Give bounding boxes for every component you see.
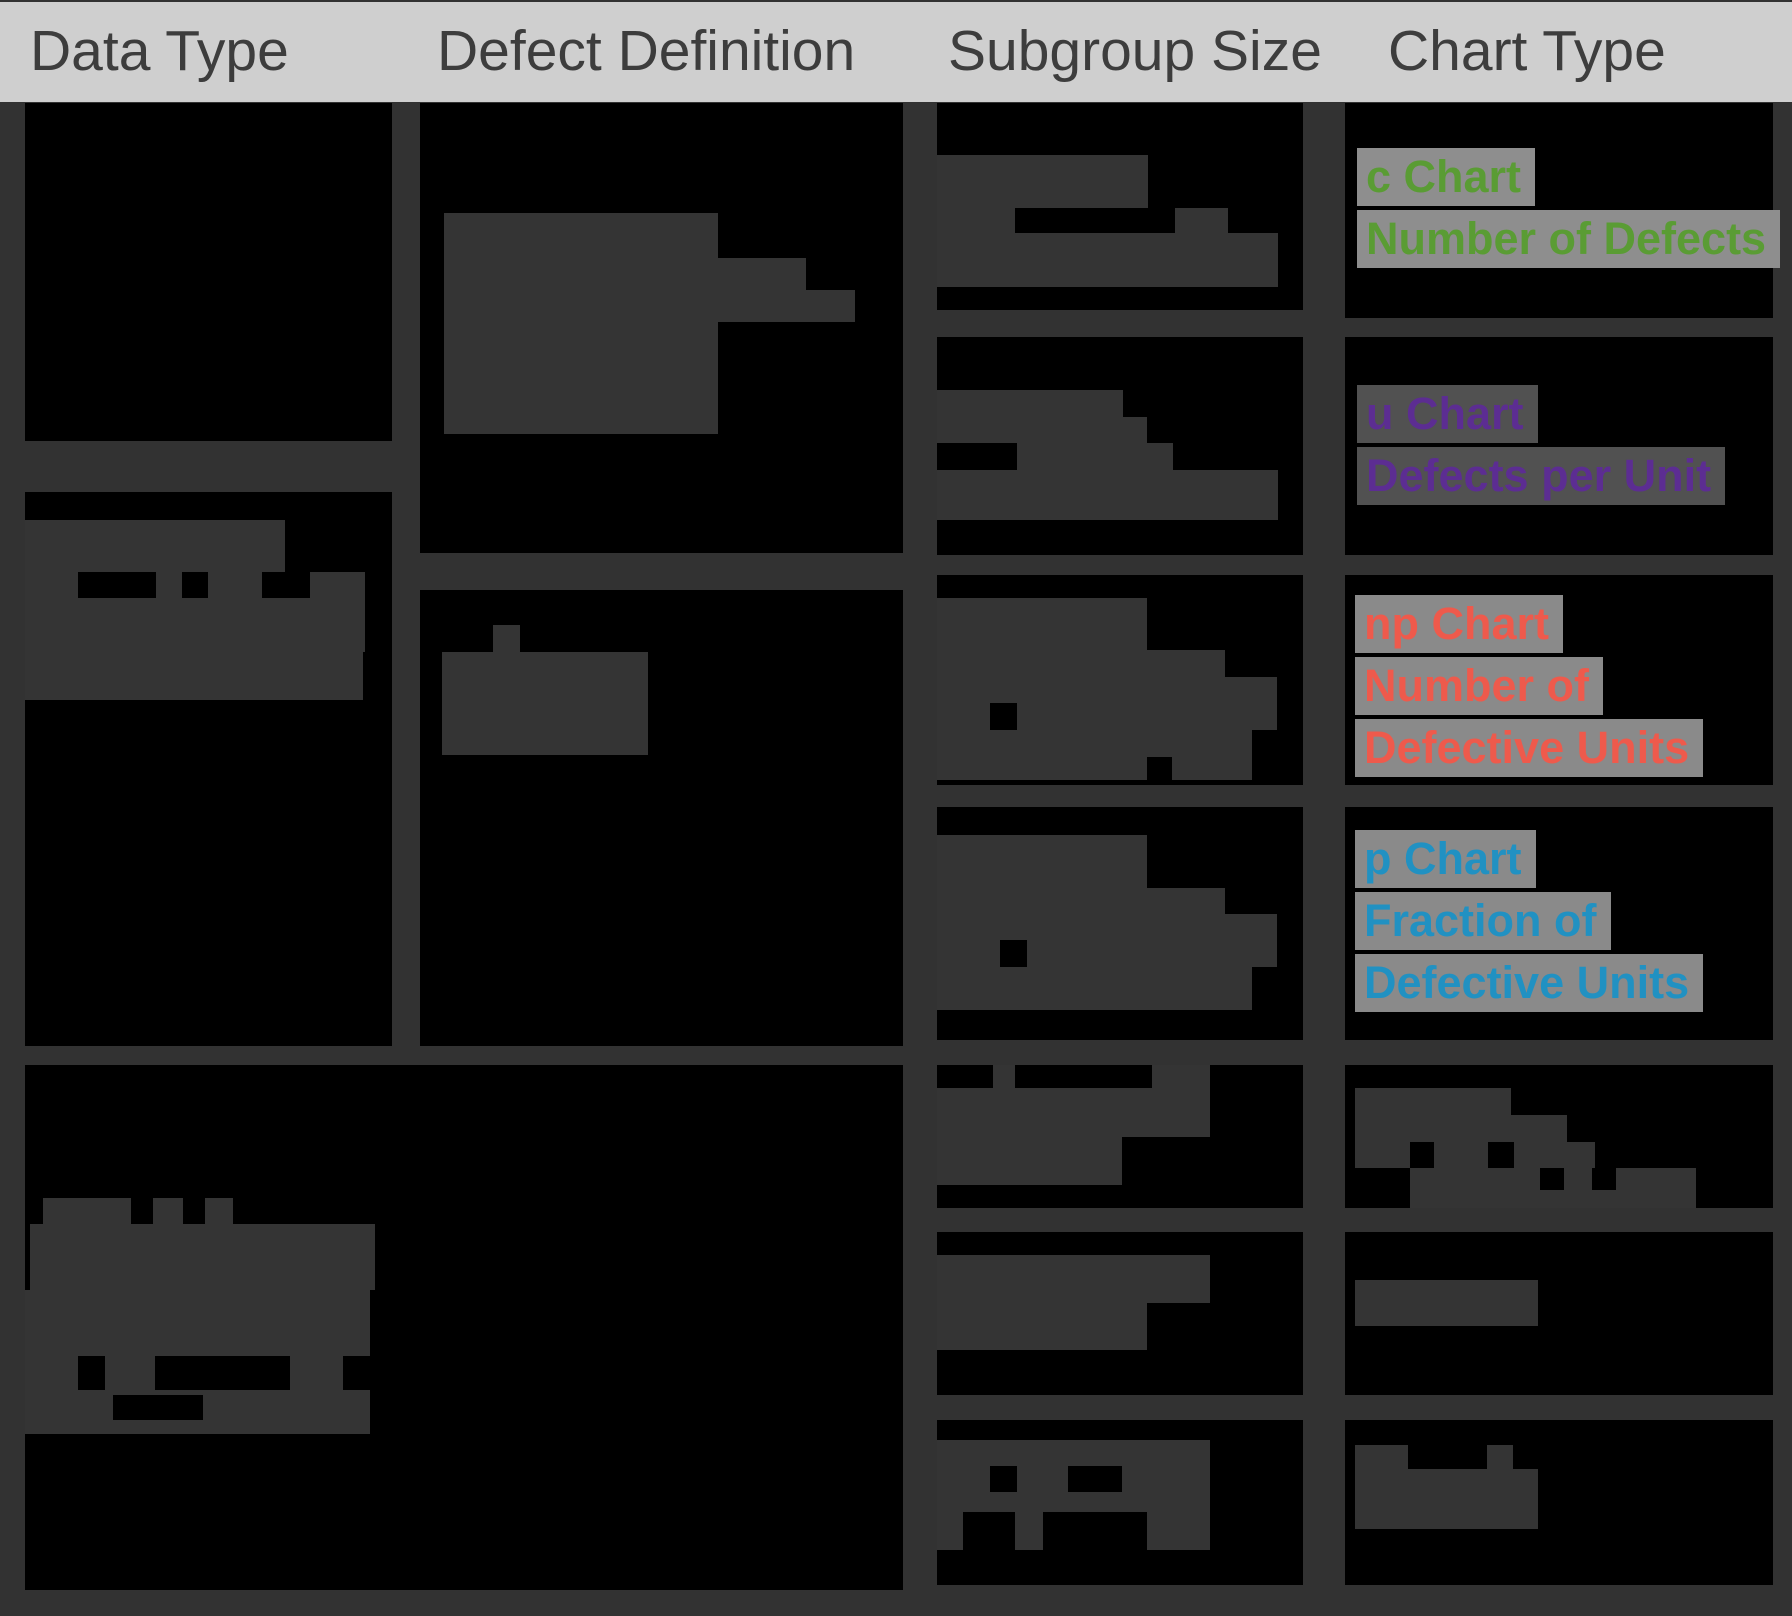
redacted-text-block — [937, 1255, 1210, 1303]
redacted-text-block — [444, 213, 718, 434]
np-chart-description-line1: Number of — [1355, 657, 1603, 715]
u-chart-description: Defects per Unit — [1357, 447, 1726, 505]
redaction-gap — [1592, 1168, 1616, 1190]
redacted-text-block — [937, 208, 1015, 233]
redacted-text-block — [442, 652, 648, 755]
redacted-text-block — [937, 470, 1278, 520]
redacted-text-block — [1355, 1445, 1408, 1469]
redacted-text-block — [937, 155, 1148, 208]
redacted-text-block — [937, 1088, 1210, 1137]
redacted-text-block — [937, 233, 1278, 287]
redacted-text-block — [993, 1065, 1015, 1088]
redacted-text-block — [718, 290, 855, 322]
redaction-gap — [1000, 940, 1027, 967]
redacted-text-block — [1355, 1142, 1595, 1168]
redaction-gap — [343, 1356, 370, 1390]
redacted-text-block — [937, 390, 1123, 417]
redaction-gap — [262, 572, 310, 598]
redaction-gap — [1043, 1512, 1147, 1550]
u-chart-name: u Chart — [1357, 385, 1538, 443]
p-chart-description-line2: Defective Units — [1355, 954, 1704, 1012]
redacted-text-block — [25, 652, 363, 700]
p-chart-description-line1: Fraction of — [1355, 892, 1611, 950]
redaction-gap — [1488, 1142, 1514, 1168]
redacted-text-block — [718, 258, 806, 290]
redacted-text-block — [205, 1198, 233, 1224]
redacted-text-block — [1355, 1280, 1538, 1326]
redacted-text-block — [1355, 1115, 1567, 1142]
redaction-gap — [990, 703, 1017, 730]
redacted-text-block — [30, 1224, 375, 1290]
redacted-text-block — [937, 835, 1147, 888]
redaction-gap — [182, 572, 208, 598]
column-header-data-type: Data Type — [30, 19, 289, 83]
redacted-text-block — [937, 1303, 1147, 1350]
chart-type-cell-u: u Chart Defects per Unit — [1345, 337, 1773, 555]
redacted-text-block — [1175, 208, 1228, 233]
redaction-gap — [990, 1466, 1017, 1492]
redacted-text-block — [937, 967, 1252, 1010]
u-chart-label: u Chart Defects per Unit — [1357, 385, 1726, 509]
data-type-cell-top — [25, 103, 392, 441]
redacted-text-block — [937, 598, 1147, 650]
column-header-chart-type: Chart Type — [1388, 19, 1666, 83]
redaction-gap — [1540, 1168, 1564, 1190]
c-chart-name: c Chart — [1357, 148, 1536, 206]
np-chart-label: np Chart Number of Defective Units — [1355, 595, 1704, 781]
c-chart-label: c Chart Number of Defects — [1357, 148, 1781, 272]
redacted-text-block — [1152, 1065, 1210, 1088]
redacted-text-block — [937, 730, 1252, 780]
np-chart-description-line2: Defective Units — [1355, 719, 1704, 777]
redaction-gap — [1068, 1466, 1122, 1492]
p-chart-name: p Chart — [1355, 830, 1536, 888]
chart-type-cell-np: np Chart Number of Defective Units — [1345, 575, 1773, 785]
redacted-text-block — [1487, 1445, 1513, 1469]
table-header-row: Data Type Defect Definition Subgroup Siz… — [0, 2, 1792, 102]
redacted-text-block — [937, 417, 1147, 443]
p-chart-label: p Chart Fraction of Defective Units — [1355, 830, 1704, 1016]
np-chart-name: np Chart — [1355, 595, 1563, 653]
redaction-gap — [963, 1512, 1015, 1550]
redacted-text-block — [1355, 1469, 1538, 1529]
chart-type-cell-c: c Chart Number of Defects — [1345, 103, 1781, 318]
redacted-text-block — [1017, 443, 1173, 470]
redaction-gap — [155, 1356, 290, 1390]
redacted-text-block — [937, 888, 1225, 914]
redaction-gap — [113, 1395, 203, 1420]
redacted-text-block — [1355, 1088, 1511, 1115]
redacted-text-block — [937, 914, 1277, 967]
chart-type-cell-p: p Chart Fraction of Defective Units — [1345, 807, 1773, 1040]
redacted-text-block — [493, 625, 520, 652]
redacted-text-block — [937, 650, 1225, 677]
redacted-text-block — [43, 1198, 131, 1224]
column-header-subgroup-size: Subgroup Size — [948, 19, 1322, 83]
c-chart-description: Number of Defects — [1357, 210, 1781, 268]
column-header-defect-definition: Defect Definition — [437, 19, 856, 83]
redacted-text-block — [937, 677, 1277, 730]
redaction-gap — [78, 572, 156, 598]
redaction-gap — [1410, 1142, 1434, 1168]
redacted-text-block — [25, 520, 285, 572]
redaction-gap — [1147, 757, 1172, 780]
redacted-text-block — [153, 1198, 183, 1224]
redacted-text-block — [25, 1290, 370, 1356]
redacted-text-block — [937, 1137, 1122, 1185]
redaction-gap — [78, 1356, 105, 1390]
